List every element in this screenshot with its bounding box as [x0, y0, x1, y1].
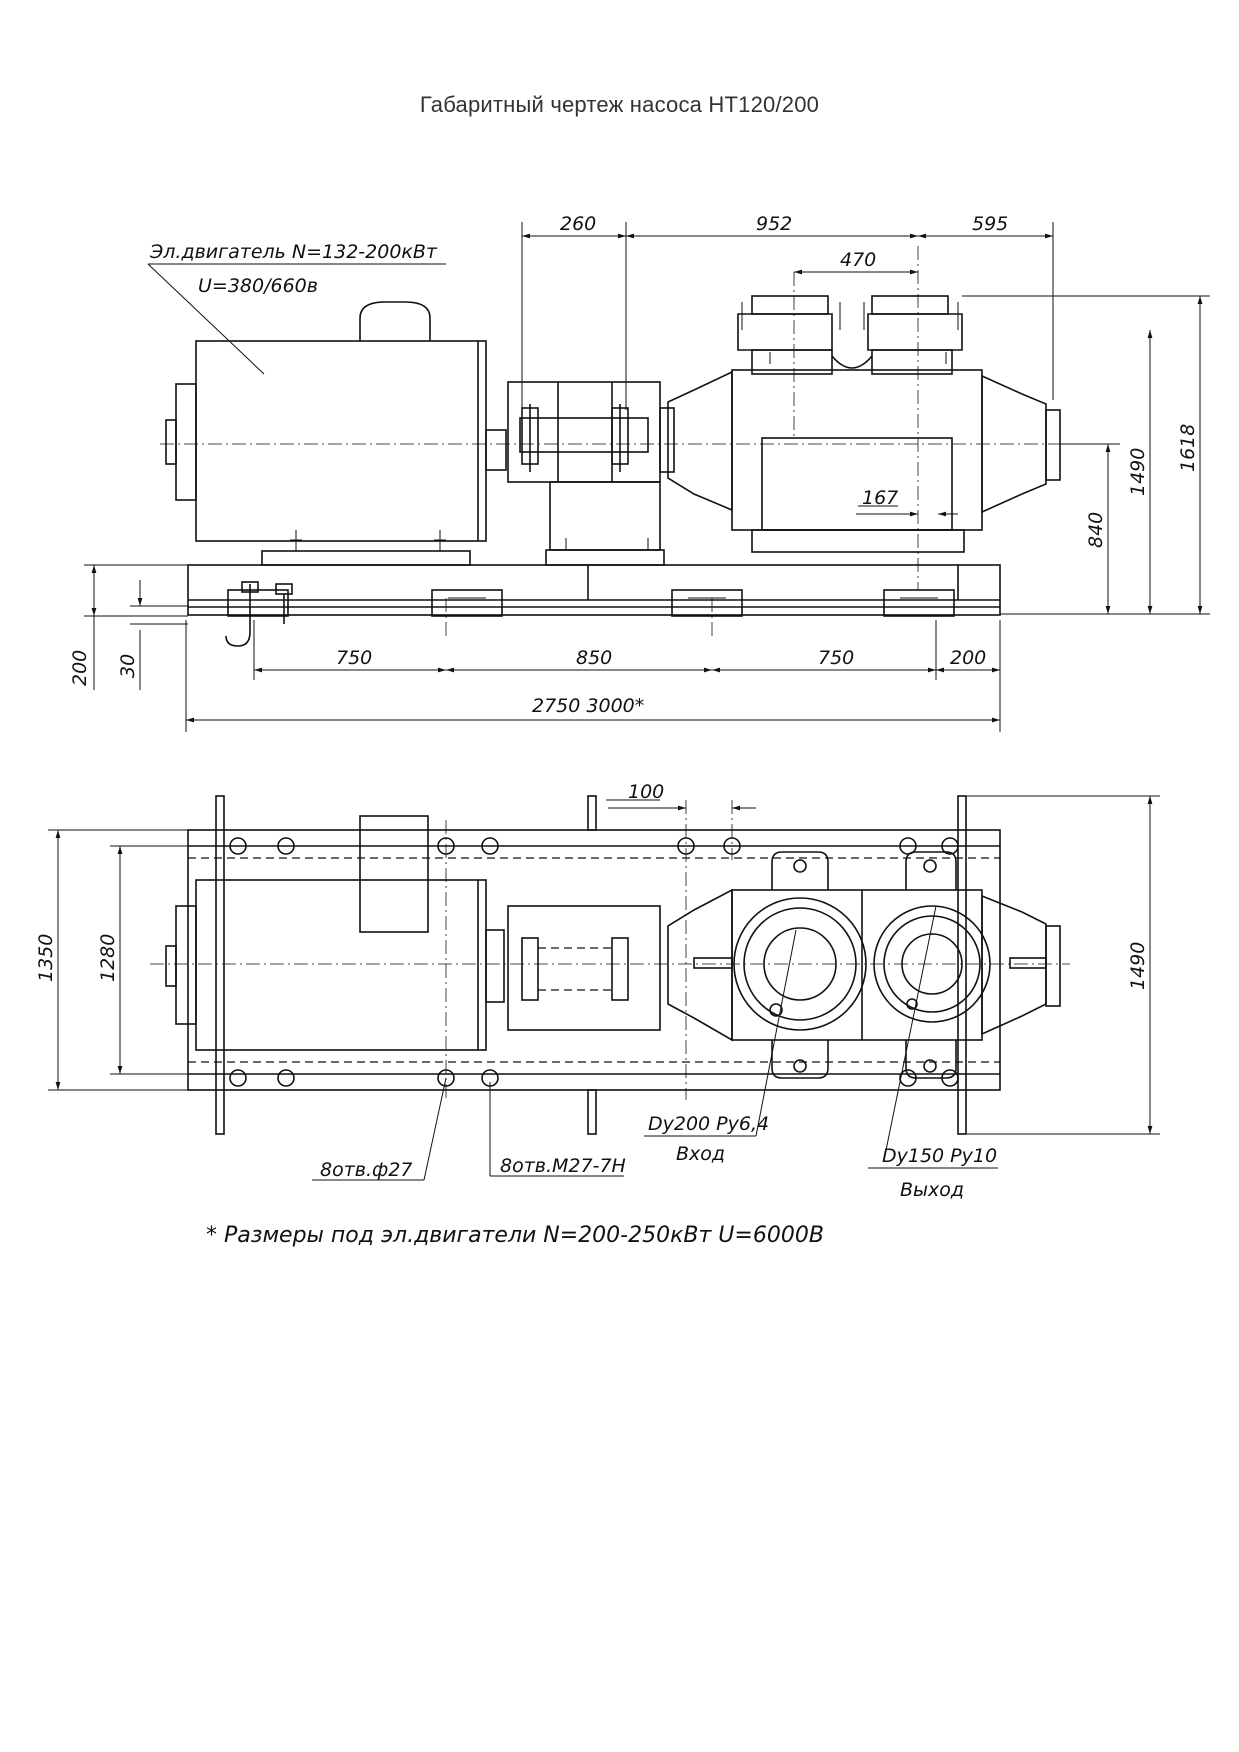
- coupling-side: [507, 381, 665, 566]
- side-view: 260 952 595 470 167 Эл.двигатель N=132-2…: [69, 213, 1210, 732]
- dim-595: 595: [972, 213, 1008, 235]
- dim-overall-length: 2750 3000*: [532, 695, 644, 717]
- dim-1618: 1618: [1177, 424, 1199, 472]
- plan-left-dimensions: 1350 1280: [35, 829, 188, 1091]
- outlet-label-size: Dy150 Py10: [882, 1145, 997, 1167]
- dim-1350: 1350: [35, 934, 57, 982]
- dim-750-right: 750: [818, 647, 854, 669]
- pump-plan: [667, 851, 1061, 1079]
- inlet-label: Вход: [676, 1143, 725, 1165]
- dim-470: 470: [840, 249, 876, 271]
- plan-callouts: 8отв.ф27 8отв.М27-7Н Dy200 Py6,4 Вход Dy…: [312, 905, 998, 1201]
- inlet-label-size: Dy200 Py6,4: [648, 1113, 769, 1135]
- dim-200-horizontal: 200: [950, 647, 986, 669]
- pump-side: [659, 295, 1061, 553]
- dim-167: 167: [862, 487, 898, 509]
- plan-view: 100 1350 1280 1490: [35, 781, 1160, 1201]
- motor-side: [165, 301, 507, 566]
- top-dimensions: 260 952 595 470 167: [521, 213, 1054, 517]
- plan-right-dimension: 1490: [966, 795, 1160, 1135]
- motor-label-power: Эл.двигатель N=132-200кВт: [149, 241, 438, 263]
- dim-750-left: 750: [336, 647, 372, 669]
- motor-label-voltage: U=380/660в: [198, 275, 318, 297]
- holes-label-m27: 8отв.М27-7Н: [500, 1155, 626, 1177]
- footnote: * Размеры под эл.двигатели N=200-250кВт …: [206, 1223, 824, 1248]
- dim-30: 30: [117, 654, 139, 678]
- plan-top-dimension: 100: [606, 781, 756, 811]
- base-frame-side: [187, 564, 1001, 647]
- base-frame-plan: [187, 795, 1001, 1135]
- holes-label-d27: 8отв.ф27: [320, 1159, 412, 1181]
- coupling-plan: [507, 905, 661, 1031]
- dim-1490-side: 1490: [1127, 448, 1149, 496]
- dim-1490-plan: 1490: [1127, 942, 1149, 990]
- dim-200-vertical: 200: [69, 650, 91, 686]
- dim-260: 260: [560, 213, 596, 235]
- dim-850: 850: [576, 647, 612, 669]
- outlet-label: Выход: [900, 1179, 964, 1201]
- dim-952: 952: [756, 213, 792, 235]
- motor-callout: Эл.двигатель N=132-200кВт U=380/660в: [147, 241, 446, 375]
- drawing-title: Габаритный чертеж насоса НТ120/200: [419, 92, 820, 117]
- left-dimensions: 200 30: [69, 564, 188, 690]
- bottom-dimensions: 750 850 750 200 2750 3000*: [185, 620, 1001, 732]
- dim-840: 840: [1085, 512, 1107, 548]
- dim-1280: 1280: [97, 934, 119, 982]
- right-dimensions: 840 1490 1618: [962, 295, 1210, 615]
- dim-100: 100: [628, 781, 664, 803]
- motor-plan: [165, 815, 505, 1051]
